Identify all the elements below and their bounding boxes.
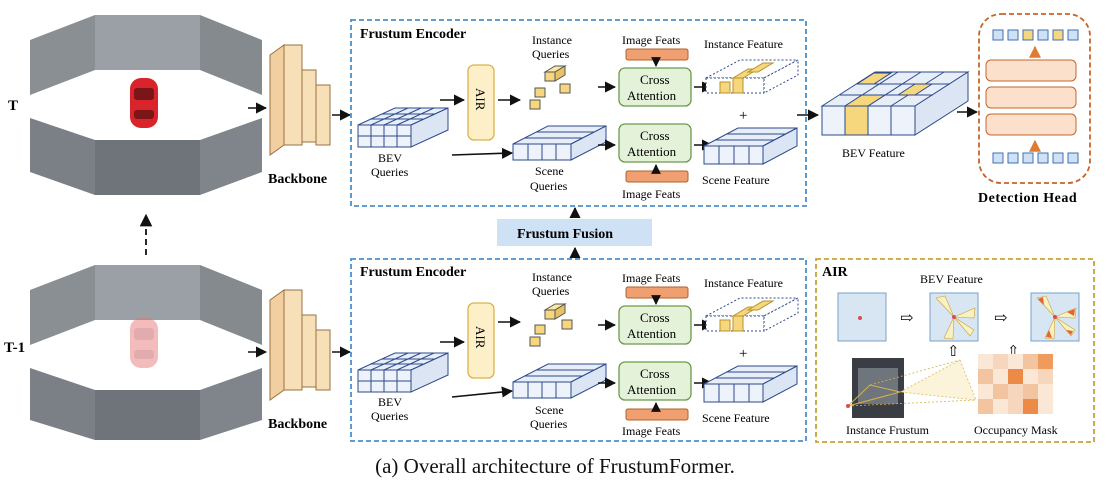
scene-feature-bottom-grid: [703, 365, 798, 403]
occupancy-mask-label: Occupancy Mask: [974, 423, 1058, 437]
arrow-bev-to-scene-top: [451, 147, 514, 159]
bev-queries-bottom-label-line1: BEV: [378, 395, 402, 409]
cross-attention-bottom-lower-line2: Attention: [627, 382, 677, 397]
cross-attention-top-lower-line1: Cross: [640, 128, 670, 143]
image-feats-bottom-label: Image Feats: [622, 271, 681, 285]
backbone-bottom-label: Backbone: [268, 417, 327, 432]
image-feats-bottom-label-2: Image Feats: [622, 424, 681, 438]
bev-queries-bottom-grid: [357, 352, 449, 393]
frustum-fusion-label: Frustum Fusion: [517, 227, 613, 242]
ego-car-icon: [130, 78, 158, 128]
air-block-bottom-label: AIR: [473, 326, 488, 349]
air-bev-grid-masked: [1030, 292, 1080, 342]
scene-queries-top-label-line2: Queries: [530, 179, 568, 193]
plus-sign-bottom: +: [739, 346, 747, 362]
air-up-arrow-1-icon: ⇧: [947, 344, 960, 360]
bev-queries-top-grid: [357, 107, 449, 148]
air-block-top-label: AIR: [473, 88, 488, 111]
air-block-bottom: [467, 302, 495, 379]
backbone-top-icon: [269, 44, 331, 156]
bev-queries-top-label-line2: Queries: [371, 165, 409, 179]
instance-queries-bottom-label-line1: Instance: [532, 270, 572, 284]
instance-feature-bottom-grid: [705, 297, 799, 332]
instance-queries-top-label-line2: Queries: [532, 47, 570, 61]
backbone-top-label: Backbone: [268, 172, 327, 187]
instance-frustum-image: [846, 358, 977, 418]
head-slab-2: [985, 86, 1077, 109]
cross-attention-top-upper-line2: Attention: [627, 88, 677, 103]
frustum-encoder-bottom-frame: [350, 258, 807, 442]
scene-queries-bottom-label-line1: Scene: [535, 403, 564, 417]
cross-attention-bottom-upper-line1: Cross: [640, 310, 670, 325]
scene-feature-top-label: Scene Feature: [702, 173, 770, 187]
instance-feature-top-label: Instance Feature: [704, 37, 783, 51]
cross-attention-bottom-lower: [618, 361, 692, 401]
detection-head-frame: [978, 13, 1091, 184]
image-feats-bottom-bar: [625, 286, 689, 299]
scene-queries-bottom-label-line2: Queries: [530, 417, 568, 431]
air-panel-title: AIR: [822, 265, 849, 280]
instance-queries-top-cubes: [529, 65, 571, 110]
camera-views-t: [30, 15, 262, 195]
head-slab-1: [985, 59, 1077, 82]
scene-queries-top-label-line1: Scene: [535, 164, 564, 178]
image-feats-top-label: Image Feats: [622, 33, 681, 47]
frustum-encoder-bottom-title: Frustum Encoder: [360, 265, 466, 280]
cross-attention-top-lower-line2: Attention: [627, 144, 677, 159]
air-bev-grid-plain: [837, 292, 887, 342]
instance-feature-bottom-label: Instance Feature: [704, 276, 783, 290]
air-bev-grid-frustum: [929, 292, 979, 342]
bev-feature-grid: [820, 71, 970, 136]
air-panel-frame: [815, 258, 1095, 443]
image-feats-top-label-2: Image Feats: [622, 187, 681, 201]
plus-sign-top: +: [739, 108, 747, 124]
cross-attention-bottom-upper: [618, 305, 692, 345]
time-label-t1: T-1: [4, 340, 25, 356]
scene-queries-top-grid: [512, 125, 607, 161]
instance-queries-bottom-cubes: [529, 303, 573, 347]
cross-attention-top-lower: [618, 123, 692, 163]
scene-queries-bottom-grid: [512, 363, 607, 399]
instance-feature-top-grid: [705, 59, 799, 94]
instance-frustum-label: Instance Frustum: [846, 423, 930, 437]
frustum-fusion-block: [497, 219, 652, 246]
bev-feature-label: BEV Feature: [842, 146, 905, 160]
frustum-encoder-top-title: Frustum Encoder: [360, 27, 466, 42]
air-block-top: [467, 64, 495, 141]
cross-attention-top-upper: [618, 67, 692, 107]
time-label-t: T: [8, 98, 18, 114]
backbone-bottom-icon: [269, 289, 331, 401]
scene-feature-bottom-label: Scene Feature: [702, 411, 770, 425]
instance-queries-bottom-label-line2: Queries: [532, 284, 570, 298]
image-feats-top-bar-2: [625, 170, 689, 183]
head-slab-3: [985, 113, 1077, 136]
cross-attention-top-upper-line1: Cross: [640, 72, 670, 87]
air-arrow-2-icon: ⇨: [994, 310, 1007, 327]
figure-caption: (a) Overall architecture of FrustumForme…: [375, 454, 735, 478]
bev-queries-bottom-label-line2: Queries: [371, 409, 409, 423]
air-arrow-1-icon: ⇨: [900, 310, 913, 327]
scene-feature-top-grid: [703, 127, 798, 165]
detection-head-label: Detection Head: [978, 191, 1077, 206]
frustum-encoder-top-frame: [350, 19, 807, 207]
air-panel-bev-feature-label: BEV Feature: [920, 272, 983, 286]
occupancy-mask-grid: [978, 354, 1053, 414]
cross-attention-bottom-upper-line2: Attention: [627, 326, 677, 341]
bev-queries-top-label-line1: BEV: [378, 151, 402, 165]
cross-attention-bottom-lower-line1: Cross: [640, 366, 670, 381]
detection-head-input-tokens: [992, 152, 1079, 164]
arrow-bev-to-scene-bottom: [451, 386, 514, 398]
image-feats-bottom-bar-2: [625, 408, 689, 421]
instance-queries-top-label-line1: Instance: [532, 33, 572, 47]
image-feats-top-bar: [625, 48, 689, 61]
camera-views-t1: [30, 265, 262, 440]
ego-car-faded-icon: [130, 318, 158, 368]
detection-head-output-tokens: [992, 29, 1079, 41]
